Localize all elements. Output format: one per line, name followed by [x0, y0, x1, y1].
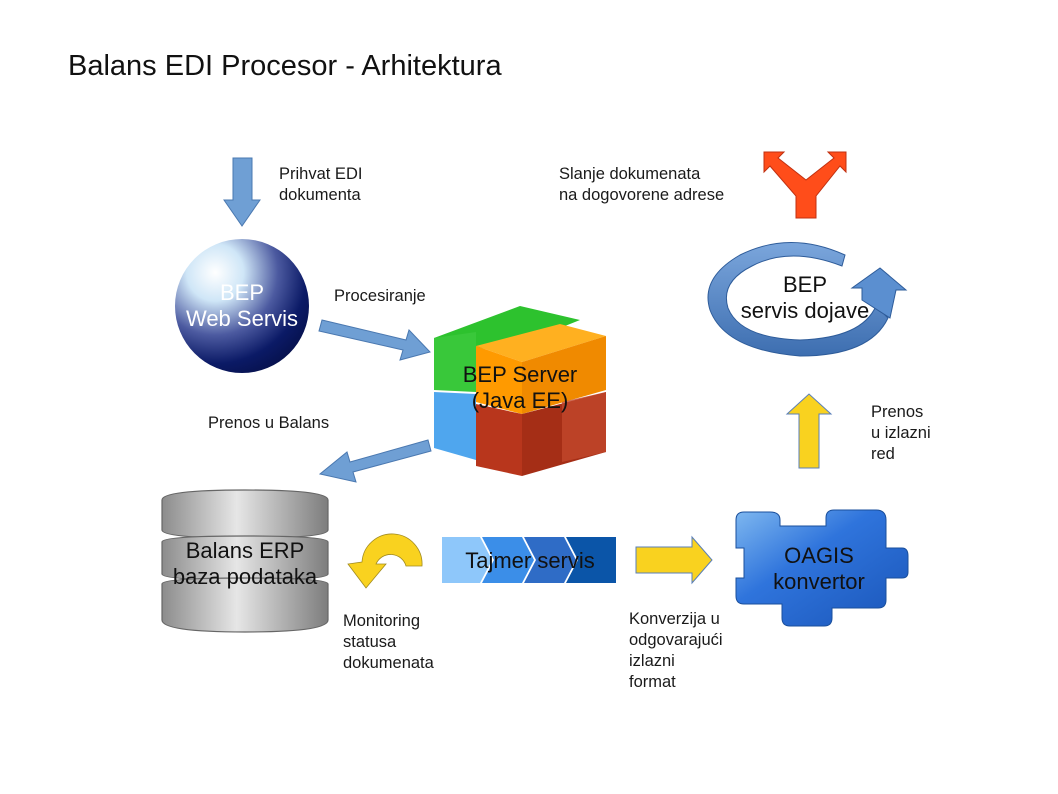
accept-arrow [223, 157, 261, 227]
oagis-puzzle-icon [735, 509, 909, 627]
server-cube-icon [434, 306, 606, 476]
monitoring-arrow-icon [347, 533, 423, 589]
erp-database-icon [161, 489, 329, 633]
transfer-balans-arrow [318, 439, 432, 483]
transfer-balans-label: Prenos u Balans [208, 414, 330, 432]
conversion-label: Konverzija u odgovarajući izlazni format [629, 610, 723, 691]
timer-chevron-icon [442, 537, 616, 583]
timer-label: Tajmer servis [465, 548, 595, 573]
sending-label: Slanje dokumenata na dogovorene adrese [559, 165, 725, 204]
output-queue-label: Prenos u izlazni red [871, 403, 931, 463]
processing-arrow [318, 319, 431, 361]
monitoring-label: Monitoring statusa dokumenata [343, 612, 434, 672]
processing-label: Procesiranje [334, 287, 426, 305]
erp-db-label: Balans ERP baza podataka [172, 538, 318, 589]
page-title: Balans EDI Procesor - Arhitektura [68, 50, 502, 82]
notify-label: BEP servis dojave [740, 272, 870, 323]
oagis-label: OAGIS konvertor [773, 543, 865, 594]
web-service-label: BEP Web Servis [185, 280, 299, 331]
notify-circular-arrow-icon [707, 242, 908, 357]
dispatch-split-arrow-icon [763, 151, 847, 219]
output-queue-arrow [785, 393, 833, 469]
web-service-sphere-icon [175, 239, 309, 373]
conversion-arrow [635, 535, 713, 585]
accept-label: Prihvat EDI dokumenta [279, 165, 363, 204]
server-label: BEP Server (Java EE) [462, 362, 578, 413]
